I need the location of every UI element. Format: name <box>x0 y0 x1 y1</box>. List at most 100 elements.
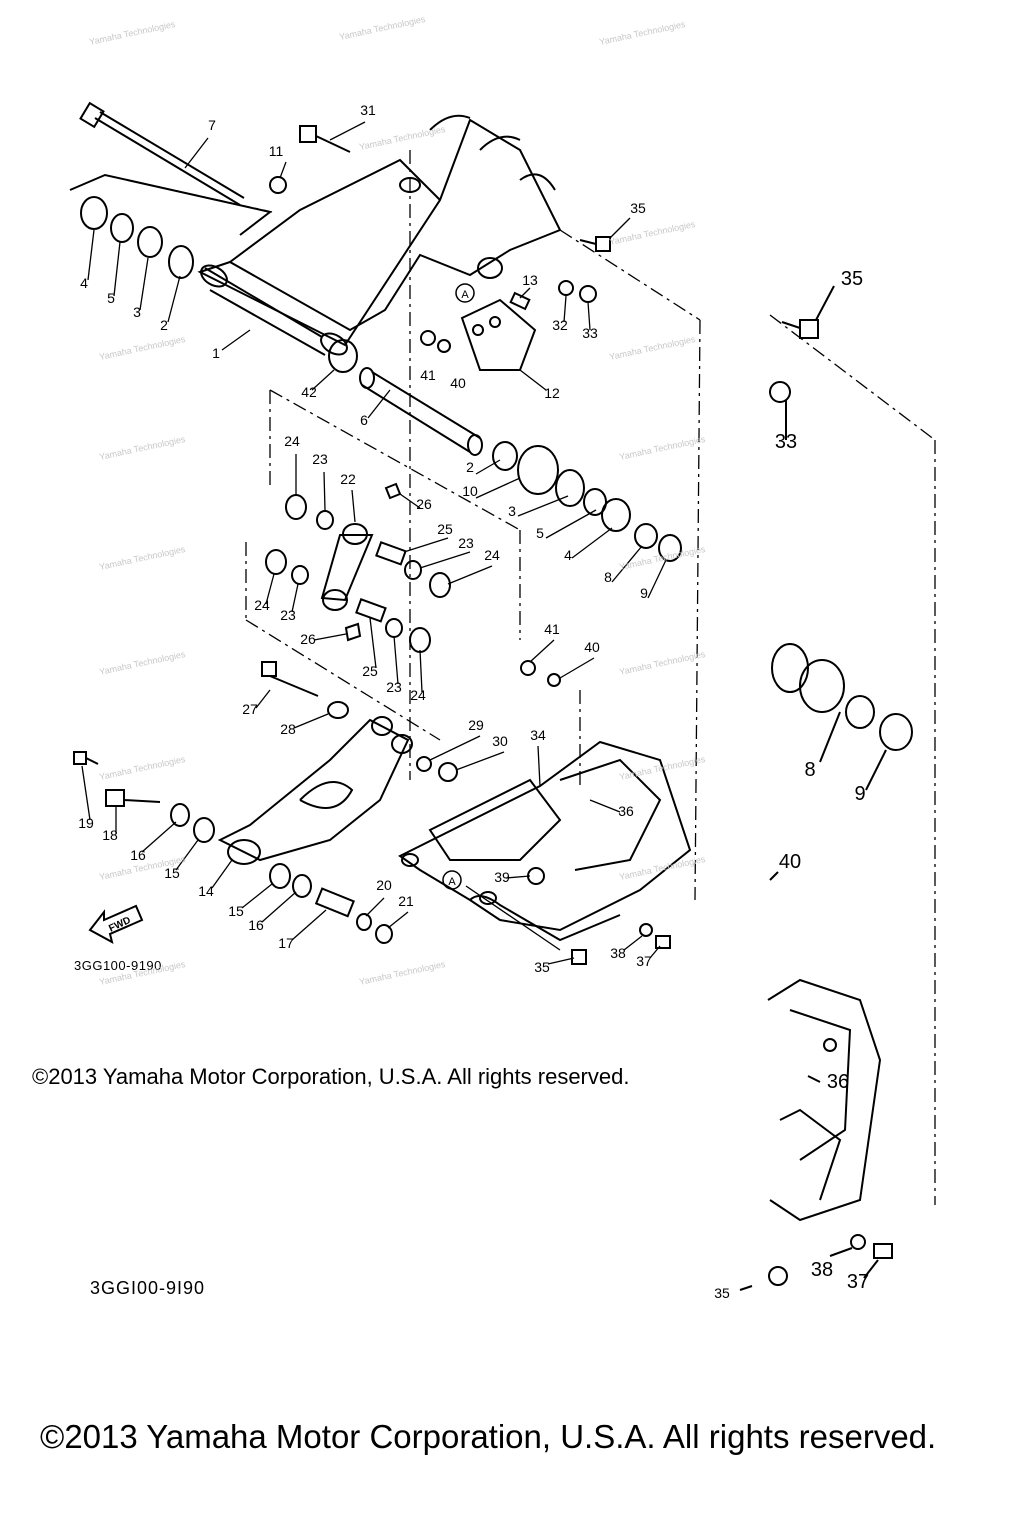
callout-number: 17 <box>278 935 294 951</box>
callout-number: 12 <box>544 385 560 401</box>
callout-number: 3 <box>508 503 516 519</box>
callout-number: 23 <box>458 535 474 551</box>
leader-lines <box>81 121 667 965</box>
watermark-text: Yamaha Technologies <box>618 754 706 782</box>
watermark-text: Yamaha Technologies <box>98 434 186 462</box>
callout-number: 41 <box>420 367 436 383</box>
watermark-text: Yamaha Technologies <box>98 754 186 782</box>
callout-number: 15 <box>228 903 244 919</box>
callout-number: 18 <box>102 827 118 843</box>
callout-number: 35 <box>630 200 646 216</box>
callout-number: 38 <box>811 1259 833 1281</box>
callout-number: 27 <box>242 701 258 717</box>
callout-number: 3 <box>133 304 141 320</box>
watermark-text: Yamaha Technologies <box>88 19 176 47</box>
callout-number: 2 <box>466 459 474 475</box>
callout-number: A <box>461 289 469 301</box>
watermark-text: Yamaha Technologies <box>98 334 186 362</box>
callout-number: 1 <box>212 345 220 361</box>
copyright-notice-large: ©2013 Yamaha Motor Corporation, U.S.A. A… <box>40 1418 937 1455</box>
callout-number: 5 <box>107 290 115 306</box>
forward-arrow-icon <box>88 904 144 944</box>
callout-number: 31 <box>360 102 376 118</box>
zoomed-detail <box>739 285 913 1291</box>
reference-circle-mark <box>455 283 475 303</box>
callout-number: 26 <box>300 631 316 647</box>
swingarm-part <box>197 114 562 356</box>
callout-number: 20 <box>376 877 392 893</box>
callout-number: 29 <box>468 717 484 733</box>
diagram-code-small: 3GG100-9190 <box>74 958 162 973</box>
watermark-text: Yamaha Technologies <box>618 434 706 462</box>
watermark-text: Yamaha Technologies <box>358 124 446 152</box>
callout-number: 38 <box>610 945 626 961</box>
callout-number: 35 <box>714 1285 730 1301</box>
watermark-text: Yamaha Technologies <box>608 334 696 362</box>
callout-number: 42 <box>301 384 317 400</box>
copyright-notice-small: ©2013 Yamaha Motor Corporation, U.S.A. A… <box>32 1064 630 1089</box>
pivot-shaft-part <box>79 101 245 206</box>
left-bearing-stack <box>69 173 273 279</box>
callout-number: 30 <box>492 733 508 749</box>
callout-number: 19 <box>78 815 94 831</box>
callout-number: 24 <box>284 433 300 449</box>
callout-number: 22 <box>340 471 356 487</box>
callout-number: 16 <box>130 847 146 863</box>
callout-number: 40 <box>779 851 801 873</box>
callout-number: 37 <box>636 953 652 969</box>
callout-number: 25 <box>437 521 453 537</box>
pivot-collar-stack <box>328 339 682 562</box>
parts-drawing <box>69 101 936 1291</box>
assembly-lines <box>104 150 936 1205</box>
callout-number: 33 <box>775 431 797 453</box>
callout-number: 13 <box>522 272 538 288</box>
callout-number: 40 <box>584 639 600 655</box>
callout-number: 26 <box>416 496 432 512</box>
callout-number: 15 <box>164 865 180 881</box>
watermark-text: Yamaha Technologies <box>98 544 186 572</box>
callout-number: 4 <box>564 547 572 563</box>
diagram-code-large: 3GGI00-9I90 <box>90 1278 205 1298</box>
reference-circle-mark <box>442 870 462 890</box>
callout-number: 4 <box>80 275 88 291</box>
watermark-text: Yamaha Technologies <box>98 649 186 677</box>
watermark-text: Yamaha Technologies <box>598 19 686 47</box>
connecting-rod-part <box>73 661 458 944</box>
watermark-text: Yamaha Technologies <box>338 14 426 42</box>
callout-number: 24 <box>410 687 426 703</box>
callout-number: 5 <box>536 525 544 541</box>
callout-number: 35 <box>841 268 863 290</box>
callout-number: 23 <box>280 607 296 623</box>
callout-number: 41 <box>544 621 560 637</box>
callout-number: 8 <box>604 569 612 585</box>
callout-number: A <box>448 876 456 888</box>
watermark-text: Yamaha Technologies <box>358 959 446 987</box>
callout-number: 24 <box>254 597 270 613</box>
callout-number: 40 <box>450 375 466 391</box>
callout-number: 34 <box>530 727 546 743</box>
callout-number: 21 <box>398 893 414 909</box>
bolt-31-part <box>299 125 317 143</box>
chain-guide-part <box>460 298 537 371</box>
watermark-text: Yamaha Technologies <box>618 649 706 677</box>
callout-number: 36 <box>618 803 634 819</box>
callout-number: 16 <box>248 917 264 933</box>
callout-number: 35 <box>534 959 550 975</box>
callout-number: 9 <box>640 585 648 601</box>
callout-number: 10 <box>462 483 478 499</box>
callout-number: 28 <box>280 721 296 737</box>
nut-11-part <box>269 176 287 194</box>
callout-number: 8 <box>804 759 815 781</box>
callout-number: 9 <box>854 783 865 805</box>
callout-number: 37 <box>847 1271 869 1293</box>
callout-number: 25 <box>362 663 378 679</box>
callout-number: 11 <box>269 143 284 159</box>
callout-number: 6 <box>360 412 368 428</box>
callout-number: 24 <box>484 547 500 563</box>
callout-number: 33 <box>582 325 598 341</box>
skid-plate-part <box>398 660 692 965</box>
callout-number: 7 <box>208 117 216 133</box>
callout-number: 23 <box>312 451 328 467</box>
